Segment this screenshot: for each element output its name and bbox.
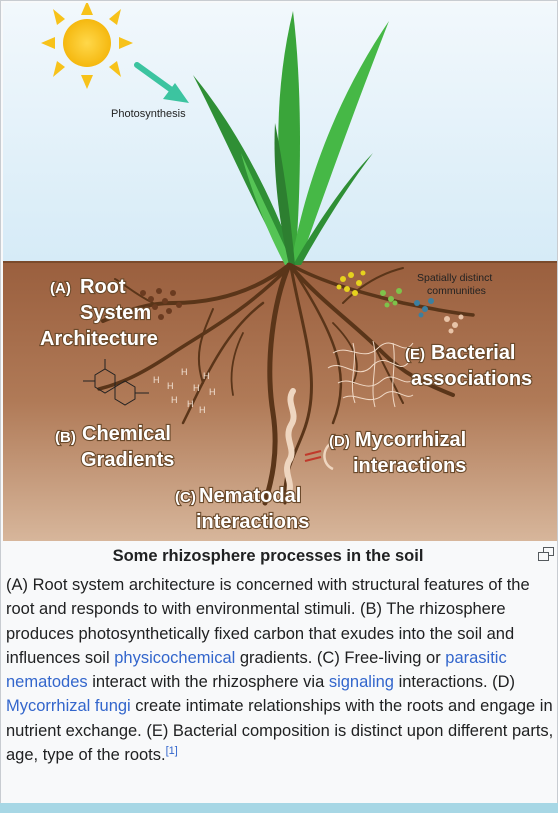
label-d-prefix: (D)	[329, 433, 350, 450]
caption-part-3: interact with the rhizosphere via	[87, 673, 329, 692]
signaling-icon	[304, 442, 334, 471]
label-d-line2: interactions	[353, 455, 466, 477]
soil-particles	[140, 288, 182, 320]
label-b-line1: Chemical	[82, 423, 171, 445]
label-e-prefix: (E)	[405, 346, 425, 363]
caption-part-5: create intimate relationships with the r…	[6, 697, 554, 765]
svg-text:H: H	[209, 387, 216, 397]
svg-text:H: H	[153, 375, 160, 385]
label-a-line1: Root	[80, 276, 126, 298]
label-b-line2: Gradients	[81, 449, 174, 471]
svg-text:H: H	[181, 367, 188, 377]
glucose-molecule-icon	[83, 359, 149, 406]
label-c-line1: Nematodal	[199, 485, 301, 507]
enlarge-icon[interactable]	[538, 547, 554, 561]
caption-part-2: gradients. (C) Free-living or	[235, 648, 446, 667]
nematode-icon	[284, 388, 297, 496]
caption-title: Some rhizosphere processes in the soil	[112, 547, 424, 565]
svg-text:H: H	[199, 405, 206, 415]
rhizosphere-illustration[interactable]: Photosynthesis	[3, 3, 557, 541]
link-signaling[interactable]: signaling	[328, 673, 394, 692]
root-system	[97, 262, 475, 506]
svg-text:H: H	[171, 395, 178, 405]
link-mycorrhizal-fungi[interactable]: Mycorrhizal fungi	[6, 697, 131, 716]
label-e-line1: Bacterial	[431, 342, 516, 364]
sun-icon	[41, 3, 133, 89]
svg-text:H: H	[167, 381, 174, 391]
spatial-label-2: communities	[427, 285, 486, 297]
bacterial-communities	[336, 270, 464, 334]
label-c-prefix: (C)	[175, 489, 196, 506]
reference-link[interactable]: [1]	[165, 745, 178, 758]
svg-text:H: H	[203, 371, 210, 381]
label-c-line2: interactions	[196, 511, 309, 533]
svg-text:H: H	[193, 383, 200, 393]
label-a-prefix: (A)	[50, 280, 71, 297]
link-parasitic-nematodes[interactable]: parasitic nematodes	[6, 648, 507, 692]
caption-text: (A) Root system architecture is concerne…	[6, 573, 554, 767]
label-a-line3: Architecture	[40, 328, 158, 350]
photosynthesis-arrow	[134, 62, 189, 103]
spatial-label-1: Spatially distinct	[417, 272, 492, 284]
caption-part-1: (A) Root system architecture is concerne…	[6, 576, 530, 667]
soil	[3, 261, 557, 541]
mycorrhizal-hyphae	[327, 340, 416, 408]
bottom-bar	[0, 803, 558, 813]
caption-part-4: interactions. (D)	[393, 673, 516, 692]
label-d-line1: Mycorrhizal	[355, 429, 466, 451]
label-b-prefix: (B)	[55, 429, 76, 446]
photosynthesis-label: Photosynthesis	[111, 108, 186, 120]
label-e-line2: associations	[411, 368, 532, 390]
svg-text:H: H	[187, 399, 194, 409]
label-a-line2: System	[80, 302, 151, 324]
plant-leaves	[193, 11, 389, 265]
link-physicochemical[interactable]: physicochemical	[114, 648, 236, 667]
